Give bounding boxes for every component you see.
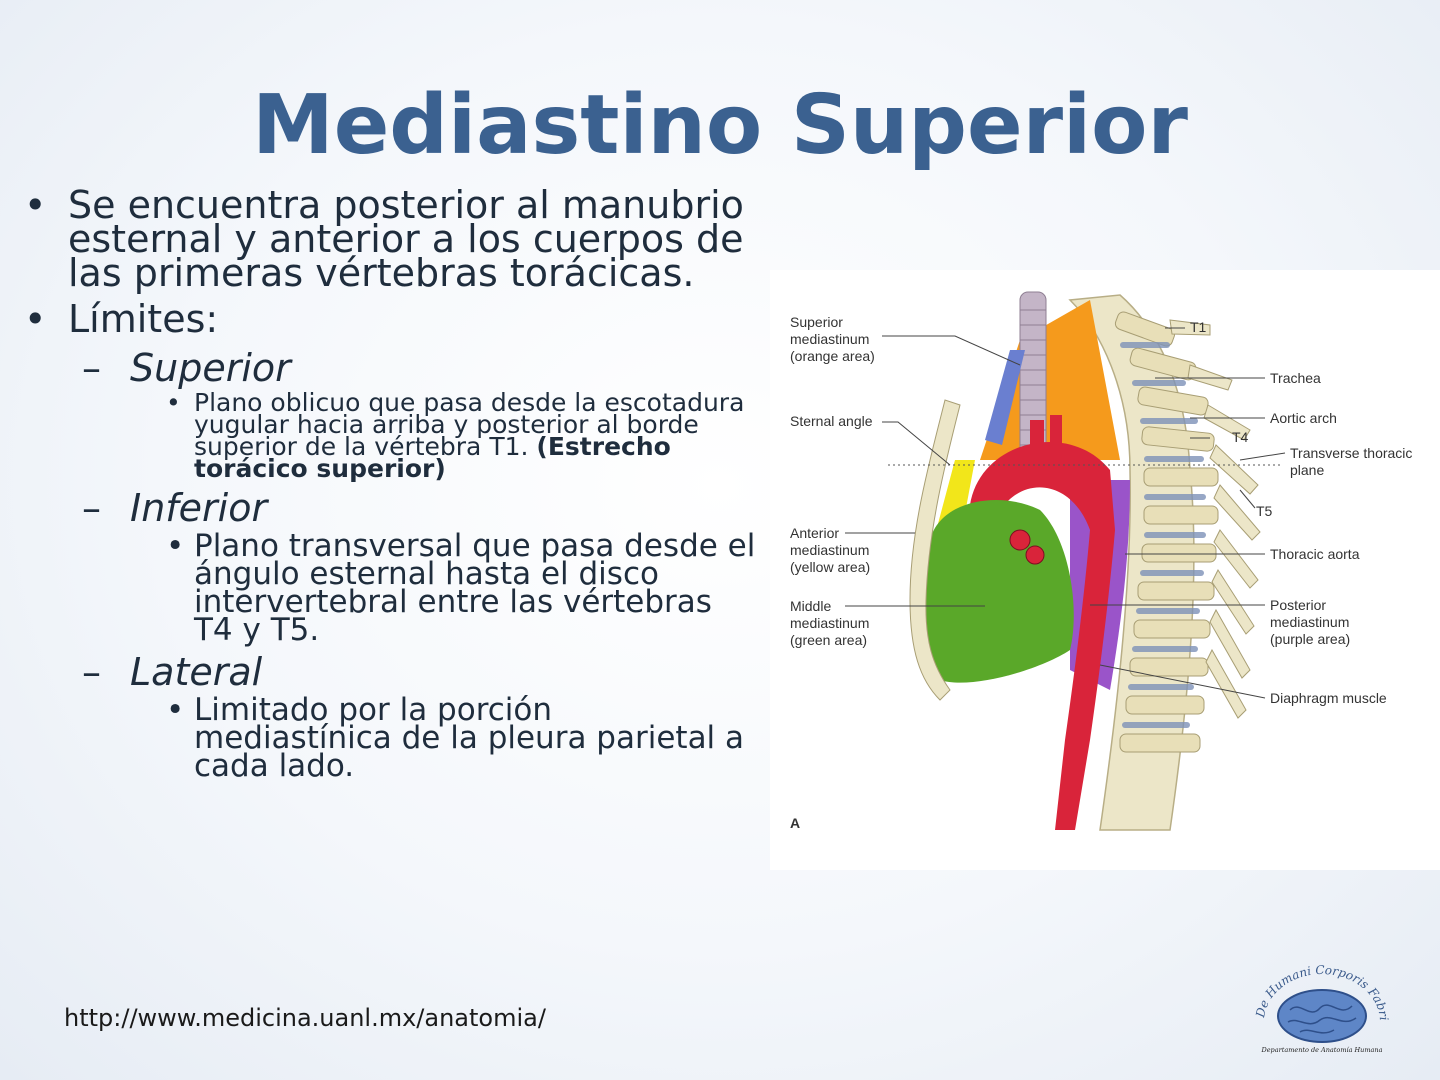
inferior-line-1: Plano transversal que pasa desde el xyxy=(194,528,756,564)
panel-letter: A xyxy=(790,815,800,831)
label-t5: T5 xyxy=(1256,503,1273,519)
label-aortic-arch: Aortic arch xyxy=(1270,410,1337,426)
location-line-1: Se encuentra posterior al manubrio xyxy=(68,183,744,227)
logo-subtitle: Departamento de Anatomía Humana xyxy=(1261,1046,1383,1054)
sub-heading-inferior: – Inferior xyxy=(24,488,764,528)
mediastinum-illustration: Superior mediastinum (orange area) Stern… xyxy=(790,291,1412,831)
label-anterior-mediastinum-1: Anterior xyxy=(790,525,839,541)
label-superior-mediastinum-1: Superior xyxy=(790,314,843,330)
label-transverse-plane-2: plane xyxy=(1290,462,1324,478)
label-posterior-mediastinum-3: (purple area) xyxy=(1270,631,1350,647)
lateral-line-3: cada lado. xyxy=(194,748,355,784)
lateral-line-2: mediastínica de la pleura parietal a xyxy=(194,720,745,756)
source-url: http://www.medicina.uanl.mx/anatomia/ xyxy=(64,1004,546,1032)
bullet-dot: • xyxy=(24,297,47,341)
inferior-line-4: T4 y T5. xyxy=(194,612,320,648)
label-anterior-mediastinum-3: (yellow area) xyxy=(790,559,870,575)
bullet-limits: • Límites: xyxy=(24,297,764,341)
label-t1: T1 xyxy=(1190,319,1207,335)
label-diaphragm: Diaphragm muscle xyxy=(1270,690,1387,706)
superior-line-3-text: superior de la vértebra T1. xyxy=(194,432,529,461)
label-middle-mediastinum-3: (green area) xyxy=(790,632,867,648)
inferior-line-2: ángulo esternal hasta el disco xyxy=(194,556,659,592)
inferior-label: Inferior xyxy=(130,486,268,530)
label-trachea: Trachea xyxy=(1270,370,1321,386)
location-line-2: esternal y anterior a los cuerpos de xyxy=(68,217,744,261)
brain-logo-icon: De Humani Corporis Fabrica Departamento … xyxy=(1246,949,1391,1054)
lateral-line-1: Limitado por la porción xyxy=(194,692,553,728)
label-superior-mediastinum-3: (orange area) xyxy=(790,348,875,364)
superior-mediastinum-area xyxy=(980,300,1120,460)
dash-marker: – xyxy=(82,346,101,390)
heart-vessels xyxy=(1009,529,1045,565)
bullet-dot: • xyxy=(166,692,185,728)
label-posterior-mediastinum-2: mediastinum xyxy=(1270,614,1349,630)
label-middle-mediastinum-1: Middle xyxy=(790,598,831,614)
lateral-label: Lateral xyxy=(130,650,263,694)
label-middle-mediastinum-2: mediastinum xyxy=(790,615,869,631)
bullet-location: • Se encuentra posterior al manubrio est… xyxy=(24,183,764,295)
dash-marker: – xyxy=(82,650,101,694)
superior-bold-1: (Estrecho xyxy=(536,432,671,461)
superior-line-3: superior de la vértebra T1. (Estrecho xyxy=(194,434,764,459)
superior-bold-2: torácico superior) xyxy=(194,454,446,483)
dash-marker: – xyxy=(82,486,101,530)
label-transverse-plane-1: Transverse thoracic xyxy=(1290,445,1412,461)
inferior-line-3: intervertebral entre las vértebras xyxy=(194,584,712,620)
sternum-illustration xyxy=(909,399,961,701)
sub-heading-lateral: – Lateral xyxy=(24,652,764,692)
superior-description: • Plano oblicuo que pasa desde la escota… xyxy=(24,388,764,483)
sub-heading-superior: – Superior xyxy=(24,348,764,388)
superior-line-2: yugular hacia arriba y posterior al bord… xyxy=(194,410,699,439)
lateral-description: • Limitado por la porción mediastínica d… xyxy=(24,692,764,784)
bullet-dot: • xyxy=(166,528,185,564)
mediastinum-figure: Superior mediastinum (orange area) Stern… xyxy=(770,270,1440,870)
label-superior-mediastinum-2: mediastinum xyxy=(790,331,869,347)
inferior-description: • Plano transversal que pasa desde el án… xyxy=(24,528,764,648)
limits-heading: Límites: xyxy=(68,297,219,341)
bullet-dot: • xyxy=(24,183,47,227)
vein-illustration xyxy=(985,350,1025,445)
label-thoracic-aorta: Thoracic aorta xyxy=(1270,546,1360,562)
label-anterior-mediastinum-2: mediastinum xyxy=(790,542,869,558)
label-sternal-angle: Sternal angle xyxy=(790,413,873,429)
superior-line-1: Plano oblicuo que pasa desde la escotadu… xyxy=(194,388,745,417)
middle-mediastinum-area xyxy=(923,500,1074,683)
label-t4: T4 xyxy=(1232,429,1249,445)
aorta-illustration xyxy=(970,441,1115,830)
superior-label: Superior xyxy=(130,346,291,390)
label-posterior-mediastinum-1: Posterior xyxy=(1270,597,1326,613)
department-logo: De Humani Corporis Fabrica Departamento … xyxy=(1246,949,1395,1059)
bullet-dot: • xyxy=(166,388,181,417)
slide-title: Mediastino Superior xyxy=(252,78,1188,173)
location-line-3: las primeras vértebras torácicas. xyxy=(68,251,695,295)
leader-lines xyxy=(845,327,1286,699)
spine-illustration xyxy=(1068,294,1261,831)
slide-content: • Se encuentra posterior al manubrio est… xyxy=(24,183,764,788)
